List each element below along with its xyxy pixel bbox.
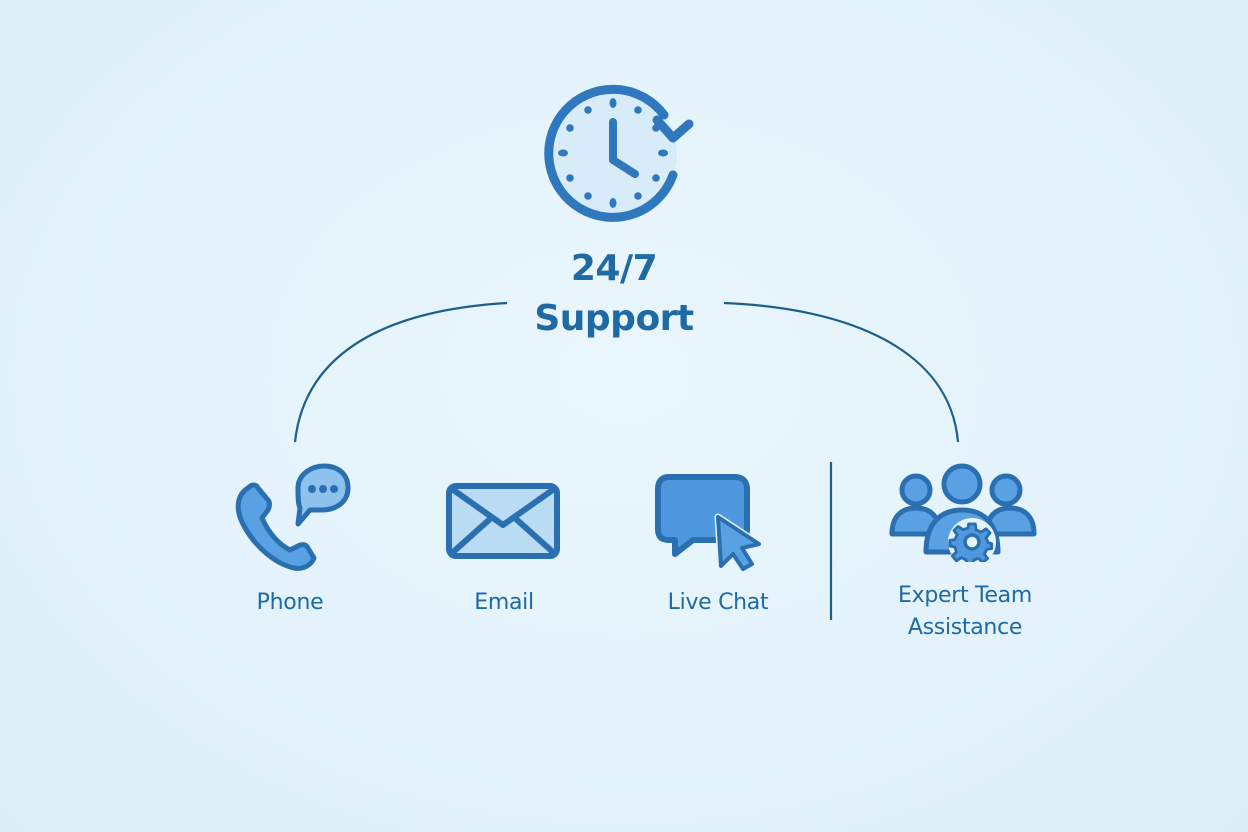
team-gear-icon [889, 463, 1037, 562]
channel-label-expert-line2: Assistance [907, 615, 1023, 640]
phone-chat-icon [235, 463, 351, 571]
hub-title-line2: Support [534, 298, 694, 339]
chat-cursor-icon [655, 474, 763, 573]
channel-label-live-chat: Live Chat [667, 590, 769, 615]
envelope-icon [446, 483, 560, 559]
channel-label-email: Email [474, 590, 534, 615]
channel-label-expert-line1: Expert Team [898, 583, 1032, 608]
hub-title-line1: 24/7 [570, 248, 658, 289]
channel-label-phone: Phone [256, 590, 324, 615]
clock-refresh-icon [544, 84, 694, 222]
